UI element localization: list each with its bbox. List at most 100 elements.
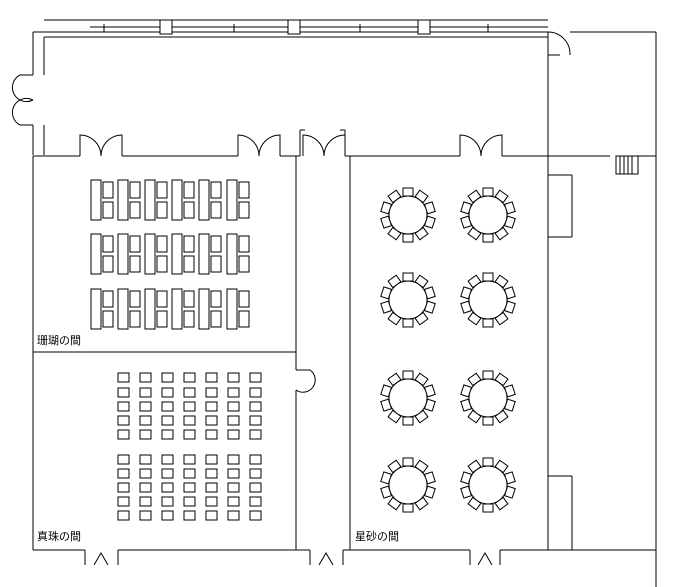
window-frame bbox=[288, 20, 300, 34]
classroom-desk bbox=[227, 180, 237, 220]
theater-chair bbox=[206, 430, 217, 439]
theater-chair bbox=[228, 511, 239, 520]
east-door-swing bbox=[548, 32, 570, 55]
classroom-chair bbox=[130, 182, 140, 198]
classroom-desk bbox=[91, 180, 101, 220]
round-table-chair bbox=[403, 417, 413, 425]
shinju-theater-chairs bbox=[118, 373, 261, 520]
theater-chair bbox=[228, 430, 239, 439]
theater-chair bbox=[118, 455, 129, 464]
theater-chair bbox=[140, 388, 151, 397]
classroom-chair bbox=[103, 256, 113, 272]
theater-chair bbox=[184, 483, 195, 492]
classroom-chair bbox=[211, 256, 221, 272]
classroom-desk bbox=[145, 180, 155, 220]
theater-chair bbox=[206, 511, 217, 520]
theater-chair bbox=[162, 455, 173, 464]
theater-chair bbox=[250, 388, 261, 397]
classroom-chair bbox=[130, 202, 140, 218]
theater-chair bbox=[140, 373, 151, 382]
classroom-desk bbox=[172, 289, 182, 329]
classroom-chair bbox=[157, 202, 167, 218]
theater-chair bbox=[206, 373, 217, 382]
theater-chair bbox=[250, 455, 261, 464]
classroom-chair bbox=[157, 291, 167, 307]
round-table bbox=[389, 466, 427, 504]
theater-chair bbox=[228, 483, 239, 492]
theater-chair bbox=[118, 483, 129, 492]
theater-chair bbox=[162, 416, 173, 425]
theater-chair bbox=[162, 511, 173, 520]
classroom-desk bbox=[199, 180, 209, 220]
stairs-box bbox=[616, 156, 638, 174]
classroom-chair bbox=[184, 256, 194, 272]
classroom-chair bbox=[103, 291, 113, 307]
theater-chair bbox=[140, 430, 151, 439]
round-table bbox=[389, 281, 427, 319]
classroom-chair bbox=[184, 311, 194, 327]
classroom-chair bbox=[130, 236, 140, 252]
round-table-chair bbox=[483, 234, 493, 242]
theater-chair bbox=[162, 388, 173, 397]
classroom-chair bbox=[184, 182, 194, 198]
classroom-desk bbox=[118, 180, 128, 220]
theater-chair bbox=[206, 402, 217, 411]
theater-chair bbox=[118, 416, 129, 425]
classroom-chair bbox=[239, 202, 249, 218]
round-table bbox=[469, 281, 507, 319]
classroom-chair bbox=[130, 291, 140, 307]
classroom-chair bbox=[103, 182, 113, 198]
theater-chair bbox=[250, 483, 261, 492]
classroom-chair bbox=[239, 236, 249, 252]
bottom-door bbox=[319, 553, 333, 565]
theater-chair bbox=[162, 497, 173, 506]
window-frame bbox=[160, 20, 172, 34]
classroom-chair bbox=[211, 291, 221, 307]
theater-chair bbox=[184, 402, 195, 411]
theater-chair bbox=[118, 469, 129, 478]
theater-chair bbox=[162, 483, 173, 492]
theater-chair bbox=[184, 455, 195, 464]
theater-chair bbox=[206, 388, 217, 397]
exterior-double-door bbox=[12, 75, 33, 102]
theater-chair bbox=[250, 416, 261, 425]
theater-chair bbox=[118, 388, 129, 397]
classroom-desk bbox=[145, 289, 155, 329]
exterior-double-door bbox=[12, 98, 33, 125]
round-table-chair bbox=[483, 319, 493, 327]
theater-chair bbox=[184, 416, 195, 425]
theater-chair bbox=[250, 373, 261, 382]
round-table bbox=[389, 196, 427, 234]
theater-chair bbox=[228, 388, 239, 397]
theater-chair bbox=[228, 455, 239, 464]
classroom-chair bbox=[239, 291, 249, 307]
double-door bbox=[101, 135, 122, 156]
classroom-chair bbox=[103, 311, 113, 327]
classroom-desk bbox=[118, 289, 128, 329]
theater-chair bbox=[162, 430, 173, 439]
classroom-chair bbox=[184, 202, 194, 218]
double-door bbox=[324, 135, 345, 156]
theater-chair bbox=[118, 430, 129, 439]
classroom-chair bbox=[157, 256, 167, 272]
bottom-door bbox=[94, 553, 108, 565]
round-table bbox=[469, 379, 507, 417]
theater-chair bbox=[140, 483, 151, 492]
theater-chair bbox=[250, 497, 261, 506]
theater-chair bbox=[184, 497, 195, 506]
theater-chair bbox=[118, 511, 129, 520]
classroom-chair bbox=[130, 311, 140, 327]
theater-chair bbox=[162, 469, 173, 478]
classroom-chair bbox=[103, 202, 113, 218]
classroom-chair bbox=[239, 182, 249, 198]
theater-chair bbox=[140, 469, 151, 478]
classroom-chair bbox=[211, 311, 221, 327]
theater-chair bbox=[184, 430, 195, 439]
theater-chair bbox=[250, 469, 261, 478]
classroom-desk bbox=[199, 234, 209, 274]
theater-chair bbox=[228, 402, 239, 411]
theater-chair bbox=[206, 483, 217, 492]
theater-chair bbox=[228, 469, 239, 478]
classroom-chair bbox=[184, 236, 194, 252]
classroom-desk bbox=[227, 234, 237, 274]
